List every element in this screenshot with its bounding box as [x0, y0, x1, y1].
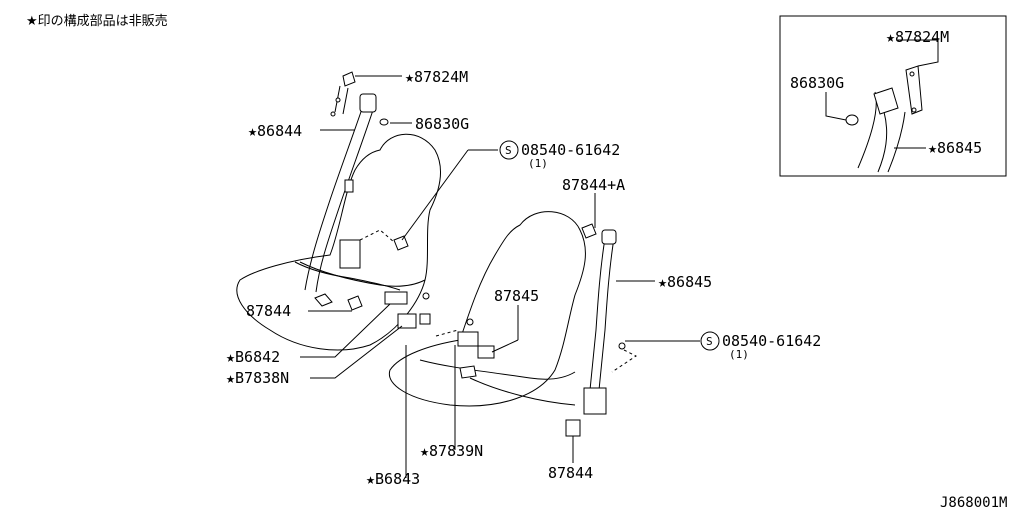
inset-belt-inner-2	[887, 111, 906, 173]
right-retractor	[583, 387, 607, 415]
leader-bolt-top-d	[401, 149, 469, 241]
left-anchor-plate	[314, 293, 333, 307]
right-lap-strap	[469, 377, 576, 406]
leader-87845-d	[491, 339, 519, 353]
left-lap-strap	[294, 261, 401, 291]
inset-leader-86830g	[825, 92, 847, 121]
inset-label-87824m: ★87824M	[886, 28, 949, 46]
left-belt-strap-outer	[304, 99, 366, 291]
left-belt-webbing	[294, 93, 401, 311]
right-seat-cushion-edge	[419, 359, 576, 380]
buckle-87838n	[397, 313, 417, 329]
label-87824m: ★87824M	[405, 68, 468, 86]
bolt-callout-top: S 08540-61642 (1)	[499, 140, 620, 170]
label-bolt-top-code: 08540-61642	[521, 141, 620, 159]
anchor-bolt-a	[335, 97, 341, 103]
bolt-mark-s-top: S	[505, 144, 512, 157]
cover-87844-bottom	[565, 419, 581, 437]
label-bolt-top-qty: (1)	[528, 157, 548, 170]
inset-label-86845: ★86845	[928, 139, 982, 157]
left-buckle-parts	[384, 235, 431, 329]
left-upper-guide	[359, 93, 377, 113]
inset-guide	[873, 87, 899, 115]
label-bolt-right-code: 08540-61642	[722, 332, 821, 350]
bolt-callout-right: S 08540-61642 (1)	[700, 331, 821, 361]
label-87844-bottom: 87844	[548, 464, 593, 482]
right-seat-outline	[388, 211, 586, 407]
inset-belt-outer	[857, 91, 877, 169]
anchor-bracket	[342, 71, 356, 87]
cap-86830g	[379, 118, 389, 126]
left-bolt-part	[393, 235, 409, 251]
label-87844-left: 87844	[246, 302, 291, 320]
left-seat-body	[236, 133, 441, 351]
left-belt-clip	[344, 179, 354, 193]
left-retractor	[339, 239, 361, 269]
label-87845: 87845	[494, 287, 539, 305]
inset-panel: ★87824M 86830G ★86845	[779, 15, 1007, 177]
right-bolt-part	[618, 342, 626, 350]
dash-right-bolt	[611, 349, 637, 373]
left-belt-strap-inner	[315, 103, 376, 293]
right-belt-strap-inner	[598, 237, 615, 391]
dash-left-bolt	[359, 229, 395, 243]
bolt-mark-circle-top	[499, 140, 519, 160]
buckle-86843	[459, 365, 477, 379]
buckle-cover	[419, 313, 431, 325]
right-upper-guide	[601, 229, 617, 245]
label-87839n: ★87839N	[420, 442, 483, 460]
bolt-mark-circle-right	[700, 331, 720, 351]
left-anchor-assembly	[330, 71, 389, 126]
inset-frame	[779, 15, 1007, 177]
label-87844a: 87844+A	[562, 176, 625, 194]
left-cover-87844	[347, 295, 363, 311]
inset-belt-inner	[877, 111, 888, 173]
anchor-bolt-b	[330, 111, 336, 117]
buckle-87845	[477, 345, 495, 359]
non-sale-note: ★印の構成部品は非販売	[26, 13, 168, 29]
label-87838n: ★B7838N	[226, 369, 289, 387]
right-belt-webbing	[469, 223, 626, 437]
inset-leader-87824m	[898, 39, 939, 67]
buckle-bolt	[422, 292, 430, 300]
buckle-bolt-right	[466, 318, 474, 326]
label-bolt-right-qty: (1)	[729, 348, 749, 361]
inset-cap-86830g	[845, 114, 859, 126]
inset-anchor-bolt-a	[909, 71, 915, 77]
leader-86842	[300, 303, 391, 358]
right-seat-body	[388, 211, 586, 407]
leader-87838n	[310, 325, 403, 379]
label-86842: ★B6842	[226, 348, 280, 366]
right-belt-strap-outer	[589, 237, 606, 391]
drawing-code: J868001M	[940, 495, 1007, 511]
anchor-rail-2	[342, 87, 349, 115]
dash-buckle	[435, 329, 459, 337]
label-86830g: 86830G	[415, 115, 469, 133]
inset-anchor-bolt-b	[911, 107, 917, 113]
inset-anchor	[905, 65, 923, 115]
right-buckle-parts	[457, 318, 495, 379]
bolt-mark-s-right: S	[706, 335, 713, 348]
cover-87844a	[581, 223, 597, 239]
leader-lines	[300, 75, 700, 478]
inset-label-86830g: 86830G	[790, 74, 844, 92]
buckle-87839n	[457, 331, 479, 347]
buckle-86842	[384, 291, 408, 305]
label-86845: ★86845	[658, 273, 712, 291]
label-86843: ★B6843	[366, 470, 420, 488]
label-86844: ★86844	[248, 122, 302, 140]
